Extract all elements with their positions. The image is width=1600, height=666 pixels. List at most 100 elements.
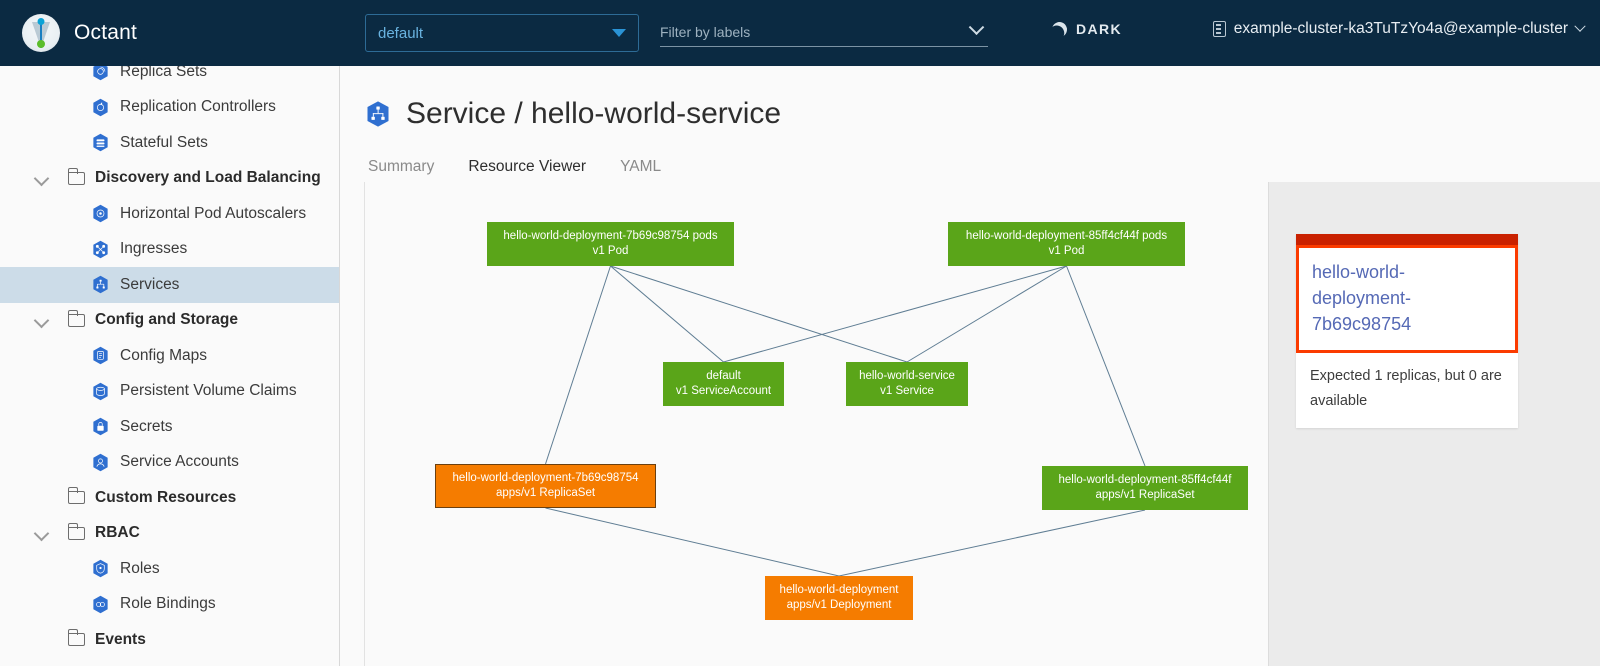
sidebar-item-config-and-storage[interactable]: Config and Storage [0,303,339,339]
cluster-selector[interactable]: example-cluster-ka3TuTzYo4a@example-clus… [1213,20,1584,38]
graph-node-kind: v1 Pod [1049,244,1085,259]
sidebar-item-label: Config and Storage [95,311,238,329]
cluster-icon [1213,21,1226,37]
sidebar-item-stateful-sets[interactable]: Stateful Sets [0,125,339,161]
graph-node[interactable]: hello-world-deployment-7b69c98754 podsv1… [487,222,734,266]
cluster-name: example-cluster-ka3TuTzYo4a@example-clus… [1234,20,1568,38]
status-badge [1296,234,1518,245]
octant-logo-icon [22,14,60,52]
chevron-down-icon[interactable] [34,312,50,328]
tab-summary[interactable]: Summary [368,158,434,184]
k8s-service-icon [91,275,110,294]
chevron-down-icon[interactable] [34,525,50,541]
sidebar-item-label: Custom Resources [95,489,236,507]
graph-node-name: hello-world-deployment-7b69c98754 pods [503,229,717,244]
graph-node-name: default [706,369,741,384]
sidebar-item-discovery-and-load-balancing[interactable]: Discovery and Load Balancing [0,161,339,197]
graph-node-name: hello-world-deployment-7b69c98754 [452,471,638,486]
label-filter-placeholder: Filter by labels [660,24,971,40]
status-card-link[interactable]: hello-world-deployment-7b69c98754 [1312,259,1502,337]
sidebar-item-replication-controllers[interactable]: Replication Controllers [0,90,339,126]
sidebar-item-label: Stateful Sets [120,134,208,152]
sidebar-item-rbac[interactable]: RBAC [0,516,339,552]
sidebar-item-label: Ingresses [120,240,187,258]
sidebar-item-label: Secrets [120,418,173,436]
graph-node[interactable]: hello-world-servicev1 Service [846,362,968,406]
moon-icon [1050,19,1070,39]
graph-node-kind: v1 ServiceAccount [676,384,771,399]
top-header: Octant default Filter by labels DARK exa… [0,0,1600,66]
dark-theme-toggle[interactable]: DARK [1052,21,1122,37]
sidebar-item-label: Services [120,276,179,294]
sidebar-item-label: Events [95,631,146,649]
folder-icon [68,314,85,327]
namespace-selector[interactable]: default [365,14,639,52]
brand-name: Octant [74,21,137,45]
graph-edge [1067,266,1146,466]
graph-node-kind: apps/v1 ReplicaSet [1095,488,1194,503]
tab-yaml[interactable]: YAML [620,158,661,184]
chevron-down-icon [969,19,985,35]
graph-edge [546,508,840,576]
k8s-replicaset-icon [91,66,110,81]
sidebar-item-service-accounts[interactable]: Service Accounts [0,445,339,481]
sidebar-item-label: Roles [120,560,160,578]
sidebar-item-custom-resources[interactable]: Custom Resources [0,480,339,516]
brand[interactable]: Octant [22,14,137,52]
page-title-text: Service / hello-world-service [406,97,781,131]
sidebar-item-persistent-volume-claims[interactable]: Persistent Volume Claims [0,374,339,410]
sidebar-item-replica-sets[interactable]: Replica Sets [0,66,339,90]
sidebar-item-label: Config Maps [120,347,207,365]
status-card[interactable]: hello-world-deployment-7b69c98754 Expect… [1296,234,1518,428]
sidebar-item-secrets[interactable]: Secrets [0,409,339,445]
folder-icon [68,491,85,504]
sidebar-item-label: RBAC [95,524,140,542]
k8s-rolebinding-icon [91,595,110,614]
sidebar-item-label: Discovery and Load Balancing [95,169,321,187]
k8s-statefulset-icon [91,133,110,152]
sidebar-item-label: Role Bindings [120,595,216,613]
label-filter-input[interactable]: Filter by labels [660,17,988,47]
graph-node[interactable]: defaultv1 ServiceAccount [663,362,784,406]
sidebar-item-label: Replica Sets [120,66,207,81]
sidebar-item-services[interactable]: Services [0,267,339,303]
graph-node-name: hello-world-deployment-85ff4cf44f [1058,473,1231,488]
graph-node[interactable]: hello-world-deployment-85ff4cf44f podsv1… [948,222,1185,266]
tab-bar[interactable]: Summary Resource Viewer YAML [368,152,1548,185]
status-card-message: Expected 1 replicas, but 0 are available [1310,364,1505,414]
graph-node[interactable]: hello-world-deployment-7b69c98754apps/v1… [435,464,656,508]
folder-icon [68,172,85,185]
folder-icon [68,633,85,646]
k8s-hpa-icon [91,204,110,223]
sidebar-item-config-maps[interactable]: Config Maps [0,338,339,374]
sidebar-item-label: Persistent Volume Claims [120,382,297,400]
chevron-down-icon[interactable] [34,170,50,186]
status-card-body: Expected 1 replicas, but 0 are available [1296,353,1518,428]
k8s-role-icon [91,559,110,578]
sidebar-item-roles[interactable]: Roles [0,551,339,587]
graph-edge [546,266,611,464]
k8s-ingress-icon [91,240,110,259]
graph-node[interactable]: hello-world-deploymentapps/v1 Deployment [765,576,913,620]
sidebar-item-label: Service Accounts [120,453,239,471]
graph-node-kind: v1 Service [880,384,934,399]
sidebar-item-ingresses[interactable]: Ingresses [0,232,339,268]
tab-resource-viewer[interactable]: Resource Viewer [468,158,586,184]
dark-toggle-label: DARK [1076,21,1122,37]
k8s-service-icon [364,100,392,128]
k8s-replicationcontroller-icon [91,98,110,117]
graph-node-kind: v1 Pod [593,244,629,259]
status-card-title-box: hello-world-deployment-7b69c98754 [1296,245,1518,353]
sidebar-nav[interactable]: Replica SetsReplication ControllersState… [0,66,340,666]
sidebar-item-horizontal-pod-autoscalers[interactable]: Horizontal Pod Autoscalers [0,196,339,232]
k8s-serviceaccount-icon [91,453,110,472]
namespace-value: default [378,25,612,42]
graph-edge [611,266,724,362]
k8s-secret-icon [91,417,110,436]
sidebar-item-role-bindings[interactable]: Role Bindings [0,587,339,623]
detail-panel: hello-world-deployment-7b69c98754 Expect… [1268,182,1600,666]
graph-node-name: hello-world-service [859,369,955,384]
sidebar-item-events[interactable]: Events [0,622,339,658]
graph-node[interactable]: hello-world-deployment-85ff4cf44fapps/v1… [1042,466,1248,510]
graph-node-name: hello-world-deployment-85ff4cf44f pods [966,229,1167,244]
